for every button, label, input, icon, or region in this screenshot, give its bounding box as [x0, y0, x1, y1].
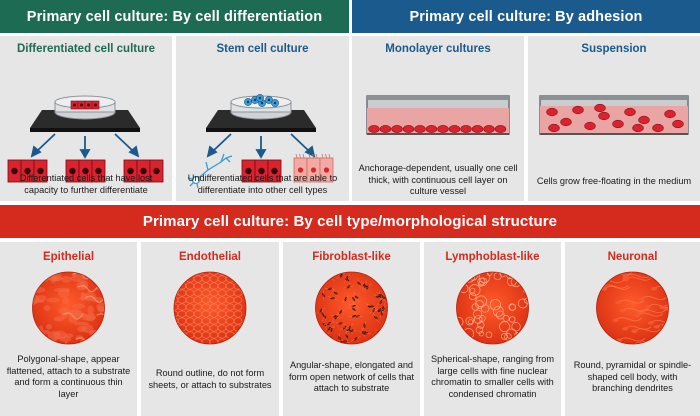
differentiated-title: Differentiated cell culture: [16, 43, 156, 55]
epithelial-micrograph: [32, 271, 105, 345]
suspension-cell: [624, 107, 636, 117]
arrow-right: [114, 133, 135, 153]
suspension-cell: [546, 107, 558, 117]
adhesion-banner-text: Primary cell culture: By adhesion: [409, 8, 643, 25]
morph-desc: Round, pyramidal or spindle-shaped cell …: [573, 360, 692, 394]
adhesion-banner: Primary cell culture: By adhesion: [352, 0, 700, 33]
stem-desc: Undifferentiated cells that are able to …: [187, 173, 338, 195]
suspension-title: Suspension: [581, 43, 647, 55]
suspension-cell: [584, 121, 596, 131]
morph-title: Fibroblast-like: [312, 251, 391, 263]
morph-title: Epithelial: [42, 251, 95, 263]
differentiated-illustration: [7, 95, 164, 183]
morphology-banner: Primary cell culture: By cell type/morph…: [0, 205, 700, 238]
suspension-panel: Suspension Cells grow free-floating in t…: [528, 36, 700, 201]
morph-desc: Round outline, do not form sheets, or at…: [148, 368, 272, 390]
suspension-cell: [612, 119, 624, 129]
stem-illustration: [187, 94, 334, 189]
suspension-cell: [652, 123, 664, 133]
neuron-cell: [187, 153, 233, 189]
monolayer-desc: Anchorage-dependent, usually one cell th…: [358, 163, 518, 197]
monolayer-cell: [414, 125, 426, 133]
morphology-banner-text: Primary cell culture: By cell type/morph…: [142, 213, 558, 230]
suspension-cell: [572, 105, 584, 115]
micrograph-disc: [456, 272, 529, 344]
morph-panel-lymphoblast: Lymphoblast-like Spherical-shape, rangin…: [424, 242, 561, 416]
suspension-cell: [664, 109, 676, 119]
stem-title: Stem cell culture: [216, 43, 309, 55]
endothelial-micrograph: [173, 271, 247, 345]
monolayer-cell: [379, 125, 392, 133]
suspension-cell: [560, 117, 572, 127]
suspension-cell: [594, 103, 606, 113]
morph-desc: Angular-shape, elongated and form open n…: [288, 360, 415, 394]
monolayer-cell: [448, 125, 461, 133]
differentiation-banner: Primary cell culture: By cell differenti…: [0, 0, 349, 33]
suspension-vessel: [539, 95, 689, 135]
monolayer-cell: [425, 125, 438, 133]
monolayer-cell: [437, 125, 449, 133]
monolayer-cell: [494, 125, 507, 133]
micrograph-disc: [596, 272, 669, 344]
monolayer-cell: [471, 125, 484, 133]
differentiation-banner-text: Primary cell culture: By cell differenti…: [26, 8, 323, 25]
differentiated-desc: Differentiated cells that have lost capa…: [19, 173, 153, 195]
arrow-left: [35, 133, 56, 153]
suspension-cell: [672, 119, 684, 129]
differentiated-panel: Differentiated cell culture Differentiat…: [0, 36, 172, 201]
suspension-desc: Cells grow free-floating in the medium: [536, 176, 692, 186]
morph-title: Lymphoblast-like: [445, 251, 540, 263]
morph-title: Endothelial: [179, 251, 241, 263]
morph-panel-fibroblast: Fibroblast-like Angular-shape, elongated…: [283, 242, 420, 416]
morph-panel-endothelial: Endothelial Round outline, do not form s…: [141, 242, 279, 416]
morph-title: Neuronal: [607, 251, 658, 263]
suspension-cell: [548, 123, 560, 133]
suspension-cell: [632, 123, 644, 133]
morph-desc: Spherical-shape, ranging from large cell…: [430, 354, 555, 399]
morph-panel-epithelial: Epithelial Polygonal-shape, appear flatt…: [0, 242, 137, 416]
monolayer-cell: [460, 125, 472, 133]
monolayer-cell: [391, 125, 403, 133]
fibroblast-micrograph: [315, 271, 388, 345]
neuronal-micrograph: [596, 271, 669, 345]
suspension-cell: [598, 111, 610, 121]
monolayer-cell: [402, 125, 415, 133]
monolayer-vessel: [366, 95, 510, 135]
lymphoblast-micrograph: [456, 271, 529, 345]
suspension-cell: [638, 115, 650, 125]
monolayer-cell: [368, 125, 380, 133]
stem-panel: Stem cell culture Undifferentiated cells…: [176, 36, 349, 201]
monolayer-panel: Monolayer cultures Anchorage-dependent, …: [352, 36, 524, 201]
morph-desc: Polygonal-shape, appear flattened, attac…: [6, 354, 131, 399]
monolayer-cell: [483, 125, 495, 133]
monolayer-title: Monolayer cultures: [385, 43, 491, 55]
morph-panel-neuronal: Neuronal Round, pyramidal or spindle-sha…: [565, 242, 700, 416]
